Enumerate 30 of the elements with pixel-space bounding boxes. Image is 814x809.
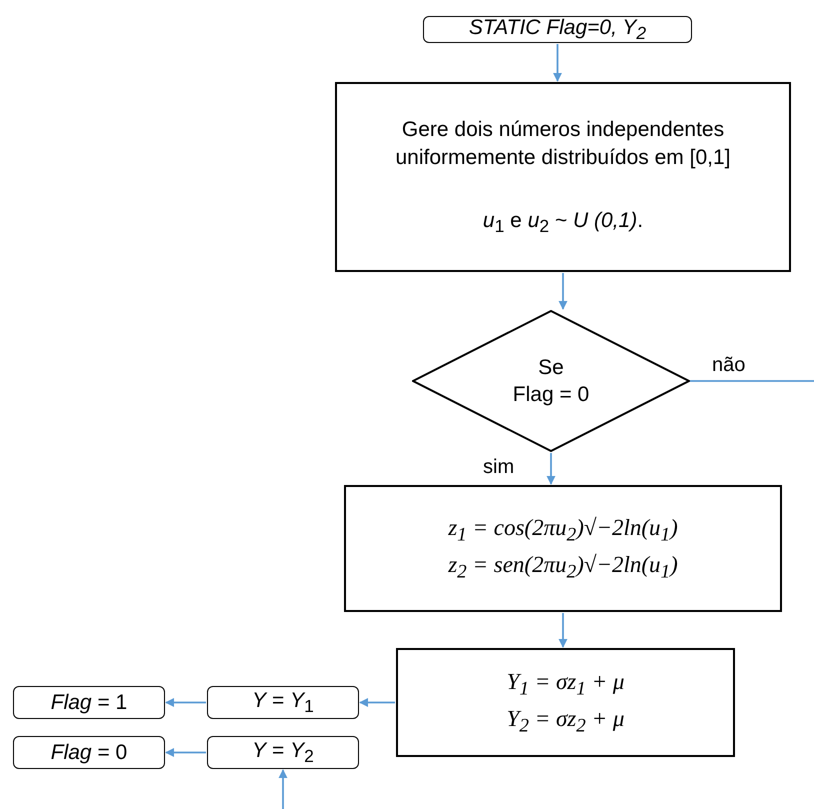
start-label: STATIC Flag=0, Y$_{2}$ [468,15,646,45]
process-box [344,485,782,612]
assignment-text: Flag = 0 [50,740,128,766]
assignment-box [207,736,359,769]
arrow [558,613,568,648]
assignment-box [207,686,359,719]
arrow [558,273,568,310]
formula-text: Y$_{2}$ = σz$_{2}$ + μ [506,704,624,738]
arrow [165,748,206,757]
formula-text: z$_{1}$ = cos(2πu$_{2}$)√−2ln(u$_{1}$) [448,514,678,548]
connector-line [690,380,814,382]
process-text: Gere dois números independentes uniformemente distribuídos em [0,1] [394,117,732,171]
start-box [423,16,692,43]
arrow [165,698,206,707]
assignment-text: Y = Y$_{1}$ [252,688,314,718]
assignment-text: Y = Y$_{2}$ [252,738,314,768]
assignment-box [13,686,165,719]
arrow [278,769,288,809]
formula-text: u$_{1}$ e u$_{2}$ ~ U (0,1). [482,208,644,238]
formula-text: z$_{2}$ = sen(2πu$_{2}$)√−2ln(u$_{1}$) [448,550,678,584]
arrow [359,698,395,707]
formula-text: Y$_{1}$ = σz$_{1}$ + μ [506,668,624,702]
assignment-box [13,736,165,769]
assignment-text: Flag = 1 [50,690,128,716]
arrow [546,453,556,485]
arrow [553,44,562,82]
condition-text: Flag = 0 [512,382,590,408]
process-box [396,648,735,757]
condition-text: Se [538,354,564,381]
process-box [335,82,791,272]
